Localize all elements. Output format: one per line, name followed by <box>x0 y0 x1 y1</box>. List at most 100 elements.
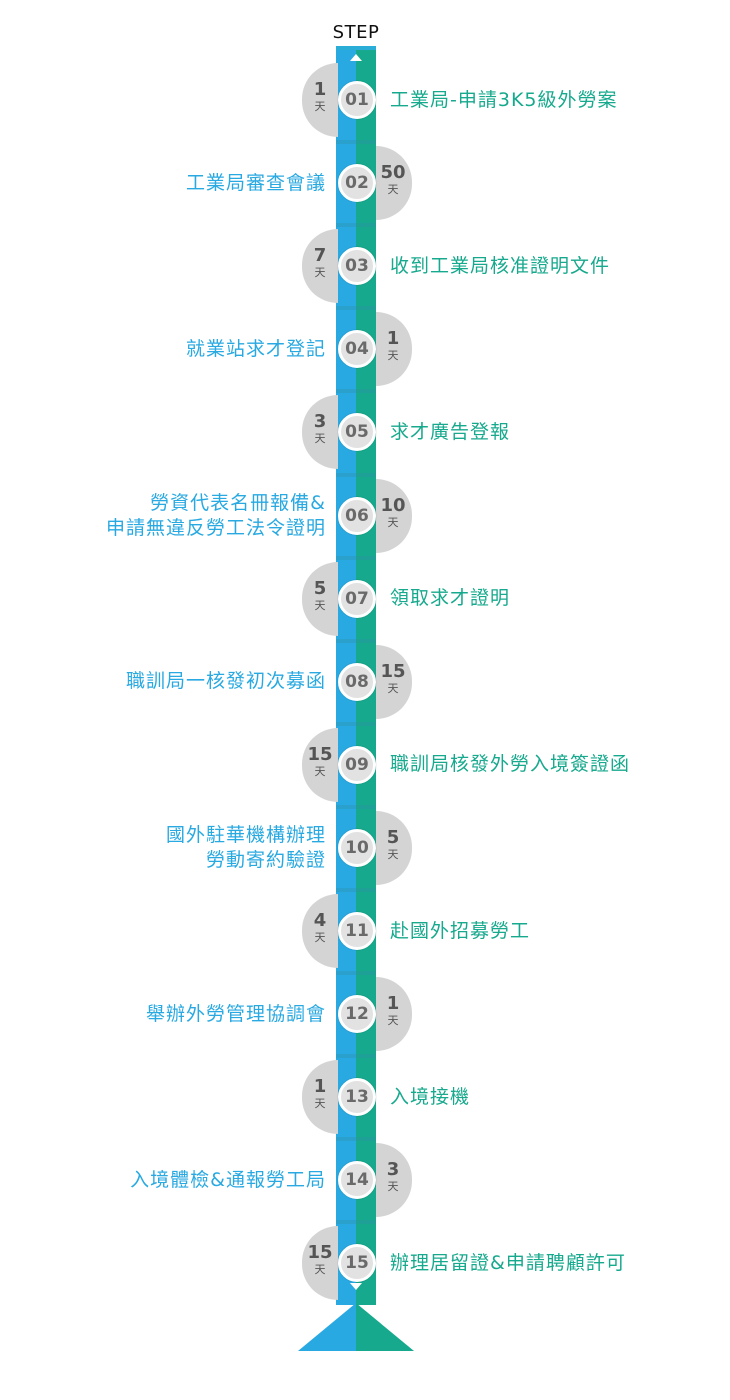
duration-days: 1 <box>313 1076 327 1098</box>
duration-unit: 天 <box>387 1014 399 1028</box>
step-number: 12 <box>345 1004 369 1025</box>
step-number-badge: 15 <box>338 1244 376 1283</box>
duration-days: 5 <box>386 826 400 848</box>
timeline-separator <box>336 555 376 560</box>
duration-unit: 天 <box>387 847 399 861</box>
step-label-line: 領取求才證明 <box>390 587 511 610</box>
step-label: 入境接機 <box>390 1085 470 1110</box>
duration-unit: 天 <box>387 349 399 363</box>
duration-unit: 天 <box>387 681 399 695</box>
duration-unit: 天 <box>314 764 326 778</box>
step-label-line: 求才廣告登報 <box>390 420 511 443</box>
timeline-base-right <box>356 1303 414 1351</box>
step-label-line: 申請無違反勞工法令證明 <box>105 516 326 539</box>
step-number-badge: 08 <box>338 662 376 701</box>
step-number-badge: 10 <box>338 828 376 867</box>
step-label-line: 職訓局一核發初次募函 <box>125 670 326 693</box>
duration-unit: 天 <box>387 1180 399 1194</box>
step-label-line: 工業局-申請3K5級外勞案 <box>390 88 618 111</box>
step-number: 09 <box>345 754 369 775</box>
duration-days: 3 <box>386 1159 400 1181</box>
timeline-separator <box>336 472 376 477</box>
step-number: 13 <box>345 1087 369 1108</box>
timeline-separator <box>336 1054 376 1059</box>
arrow-down-icon <box>350 1283 362 1290</box>
duration-unit: 天 <box>314 598 326 612</box>
step-label: 收到工業局核准證明文件 <box>390 254 610 279</box>
step-label-line: 入境體檢&通報勞工局 <box>130 1168 326 1191</box>
step-label-line: 舉辦外勞管理協調會 <box>145 1002 326 1025</box>
step-label-line: 入境接機 <box>390 1085 471 1108</box>
step-label: 職訓局一核發初次募函 <box>126 669 326 694</box>
step-label: 勞資代表名冊報備&申請無違反勞工法令證明 <box>106 491 326 541</box>
timeline-separator <box>336 638 376 643</box>
step-number-badge: 01 <box>338 81 376 119</box>
duration-days: 1 <box>313 79 327 100</box>
step-label-line: 辦理居留證&申請聘顧許可 <box>390 1251 626 1274</box>
duration-days: 1 <box>386 328 400 350</box>
step-number-badge: 14 <box>338 1161 376 1200</box>
step-number-badge: 07 <box>338 579 376 618</box>
step-label-line: 赴國外招募勞工 <box>390 919 531 942</box>
step-label: 就業站求才登記 <box>186 337 326 362</box>
duration-days: 1 <box>386 993 400 1015</box>
step-label: 領取求才證明 <box>390 586 510 611</box>
step-label: 工業局-申請3K5級外勞案 <box>390 88 618 113</box>
step-number: 07 <box>345 588 369 609</box>
step-number-badge: 06 <box>338 496 376 535</box>
step-number: 04 <box>345 339 369 360</box>
timeline-separator <box>336 389 376 394</box>
timeline-separator <box>336 721 376 726</box>
duration-days: 7 <box>313 245 327 267</box>
step-number: 01 <box>345 90 369 110</box>
timeline-separator <box>336 306 376 311</box>
duration-days: 3 <box>313 411 327 433</box>
timeline-separator <box>336 1137 376 1142</box>
duration-unit: 天 <box>387 183 399 197</box>
step-number: 15 <box>345 1253 369 1274</box>
timeline-separator <box>336 223 376 228</box>
step-number-badge: 04 <box>338 330 376 369</box>
timeline-separator <box>336 804 376 809</box>
duration-days: 10 <box>380 494 406 516</box>
duration-unit: 天 <box>314 266 326 280</box>
timeline-separator <box>336 1220 376 1225</box>
step-number: 06 <box>345 505 369 526</box>
duration-unit: 天 <box>314 432 326 446</box>
step-label: 入境體檢&通報勞工局 <box>130 1168 326 1193</box>
duration-unit: 天 <box>314 1097 326 1111</box>
duration-days: 15 <box>307 1242 333 1264</box>
step-label-line: 就業站求才登記 <box>185 337 326 360</box>
step-label-line: 國外駐華機構辦理 <box>165 823 326 846</box>
duration-days: 5 <box>313 577 327 599</box>
timeline-separator <box>336 140 376 145</box>
duration-days: 15 <box>307 743 333 765</box>
step-number: 05 <box>345 422 369 443</box>
duration-unit: 天 <box>387 515 399 529</box>
step-label: 國外駐華機構辦理勞動寄約驗證 <box>166 823 326 873</box>
step-number: 02 <box>345 173 369 194</box>
step-label: 工業局審查會議 <box>186 171 326 196</box>
step-label-line: 勞資代表名冊報備& <box>150 491 326 514</box>
